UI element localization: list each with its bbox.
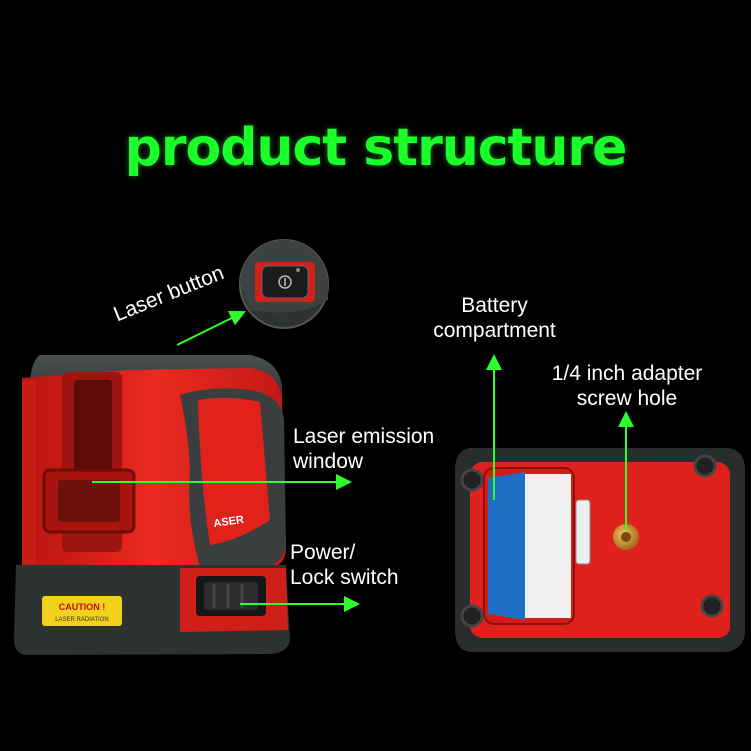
label-line: screw hole [576,387,678,410]
label-line: Battery [461,294,528,317]
adapter-screw-hole-label: 1/4 inch adapter screw hole [532,361,722,411]
label-line: Lock switch [290,566,399,589]
label-line: compartment [433,319,556,342]
page-title: product structure [124,118,628,178]
laser-level-bottom-view [455,448,745,652]
label-line: Laser emission [293,425,435,448]
laser-level-front-view [14,355,290,655]
laser-emission-window-label: Laser emission window [293,424,434,474]
laser-radiation-text: LASER RADIATION [55,617,109,623]
power-lock-switch-label: Power/ Lock switch [290,540,399,590]
caution-text: CAUTION ! [59,602,106,612]
battery-compartment-label: Battery compartment [412,293,577,343]
laser-button-arrow [176,311,246,346]
label-line: window [293,450,364,473]
label-line: Power/ [290,541,356,564]
label-line: 1/4 inch adapter [551,362,703,385]
laser-button-zoom [239,239,329,329]
side-logo-text: ASER [213,514,245,530]
